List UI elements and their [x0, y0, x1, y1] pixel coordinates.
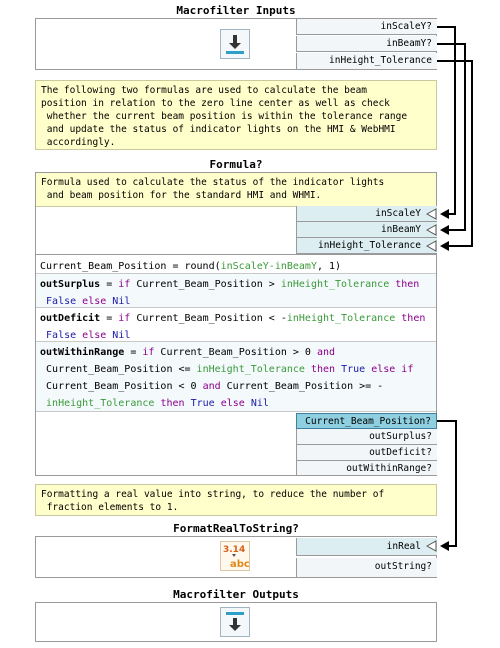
expression-current-beam-position[interactable]: Current_Beam_Position = round(inScaleY-i… — [36, 256, 436, 274]
comment-note-beam-position: The following two formulas are used to c… — [35, 80, 437, 150]
wire-in-scale-y — [437, 26, 456, 215]
arrow-in-real — [440, 541, 449, 551]
formula-input-in-height-tolerance[interactable]: inHeight_Tolerance — [296, 238, 437, 254]
icon-number-text: 3.14 — [223, 545, 245, 555]
arrow-in-height-tolerance — [440, 241, 449, 251]
port-marker-in-beam-y — [425, 224, 437, 236]
expression-out-deficit[interactable]: outDeficit = if Current_Beam_Position < … — [36, 308, 436, 342]
wire-in-beam-y — [437, 43, 466, 231]
port-in-height-tolerance[interactable]: inHeight_Tolerance — [296, 53, 437, 69]
wire-current-beam-position — [437, 420, 457, 547]
formula-input-in-beam-y[interactable]: inBeamY — [296, 222, 437, 238]
expression-out-surplus[interactable]: outSurplus = if Current_Beam_Position > … — [36, 274, 436, 308]
macrofilter-inputs-title: Macrofilter Inputs — [176, 4, 296, 17]
comment-note-formatting: Formatting a real value into string, to … — [35, 484, 437, 516]
formula-title: Formula? — [209, 158, 263, 171]
wire-in-height-tolerance — [437, 60, 473, 247]
formula-note: Formula used to calculate the status of … — [36, 173, 436, 207]
format-real-to-string-title: FormatRealToString? — [173, 522, 299, 535]
formula-output-current-beam-position[interactable]: Current_Beam_Position? — [296, 413, 437, 429]
formula-output-out-within-range[interactable]: outWithinRange? — [296, 461, 437, 475]
download-arrow-icon — [220, 29, 250, 59]
port-in-scale-y[interactable]: inScaleY? — [296, 19, 437, 35]
number-to-text-icon: 3.14 abc — [220, 541, 250, 571]
expression-out-within-range[interactable]: outWithinRange = if Current_Beam_Positio… — [36, 342, 436, 412]
upload-arrow-icon — [220, 607, 250, 637]
port-in-beam-y[interactable]: inBeamY? — [296, 36, 437, 52]
format-output-out-string[interactable]: outString? — [296, 558, 437, 577]
port-marker-in-real — [425, 540, 437, 552]
port-marker-in-scale-y — [425, 208, 437, 220]
formula-output-out-surplus[interactable]: outSurplus? — [296, 429, 437, 445]
macrofilter-outputs-title: Macrofilter Outputs — [173, 588, 299, 601]
format-input-in-real[interactable]: inReal — [296, 538, 437, 556]
icon-text-text: abc — [230, 559, 249, 570]
arrow-in-scale-y — [440, 209, 449, 219]
port-marker-in-height-tolerance — [425, 240, 437, 252]
formula-input-in-scale-y[interactable]: inScaleY — [296, 206, 437, 222]
arrow-in-beam-y — [440, 225, 449, 235]
formula-output-out-deficit[interactable]: outDeficit? — [296, 445, 437, 461]
